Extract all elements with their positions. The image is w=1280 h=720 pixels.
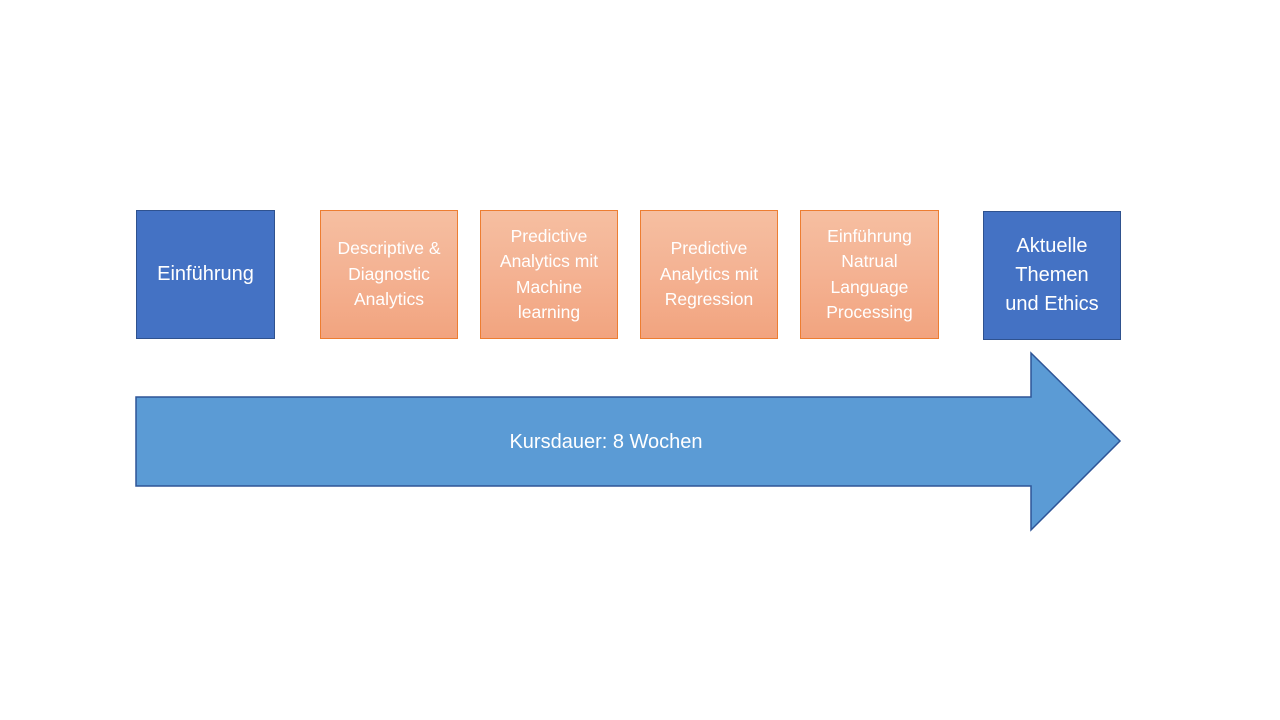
step-label: Predictive Analytics mit Machine learnin… (499, 225, 599, 323)
course-duration-label: Kursdauer: 8 Wochen (509, 431, 703, 453)
step-label: Descriptive & Diagnostic Analytics (337, 238, 441, 310)
step-einfuehrung: Einführung (136, 210, 275, 339)
step-descriptive-diagnostic-analytics: Descriptive & Diagnostic Analytics (320, 210, 458, 339)
step-predictive-machine-learning: Predictive Analytics mit Machine learnin… (480, 210, 618, 339)
step-natural-language-processing: Einführung Natrual Language Processing (800, 210, 939, 339)
step-predictive-regression: Predictive Analytics mit Regression (640, 210, 778, 339)
step-label: Einführung Natrual Language Processing (826, 225, 913, 323)
step-aktuelle-themen-ethics: Aktuelle Themen und Ethics (983, 211, 1121, 340)
step-label: Predictive Analytics mit Regression (659, 238, 759, 310)
duration-arrow-shape (135, 351, 1122, 532)
step-label: Einführung (157, 263, 254, 285)
step-label: Aktuelle Themen und Ethics (1005, 235, 1099, 315)
